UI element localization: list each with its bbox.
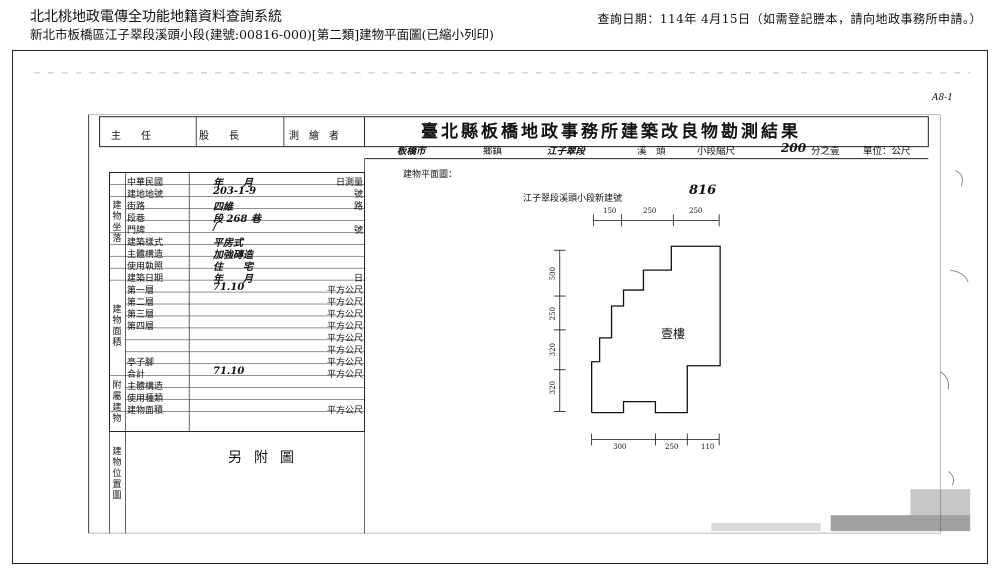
table-row-suffix: 平方公尺 (326, 406, 363, 416)
table-row-value: 203-1-9 (213, 186, 257, 197)
table-row-value: 71.10 (213, 366, 245, 377)
subsection-scale-label: 小段縮尺 (697, 146, 736, 157)
header: 北北桃地政電傳全功能地籍資料查詢系統 新北市板橋區江子翠段溪頭小段(建號:008… (30, 8, 494, 44)
table-row-label: 門牌 (127, 226, 146, 236)
system-title: 北北桃地政電傳全功能地籍資料查詢系統 (30, 9, 282, 25)
director-label: 主 任 (111, 131, 151, 142)
subsection-name: 溪 頭 (637, 146, 666, 157)
scan-lines (33, 72, 971, 534)
table-row-suffix: 號 (353, 190, 363, 200)
table-row-label: 建築日期 (127, 274, 164, 284)
table-row-value: 住 宅 (213, 262, 253, 273)
attached-group-label: 附屬建物 (112, 381, 122, 424)
dim-top-2: 250 (643, 207, 657, 215)
dim-side-3: 320 (549, 343, 557, 357)
table-row-label: 建築樣式 (127, 238, 164, 248)
table-row-value: 加強磚造 (213, 250, 253, 261)
table-row-suffix: 路 (353, 202, 363, 212)
query-date: 查詢日期：114年 4月15日（如需登記謄本，請向地政事務所申請。） (597, 12, 982, 26)
unit-label: 單位：公尺 (863, 146, 911, 157)
section-name: 江子翠段 (547, 146, 586, 157)
dim-bottom-2: 250 (665, 443, 679, 451)
scale-value: 200 (781, 141, 807, 155)
area-group-label: 建物面積 (112, 305, 122, 348)
plan-caption: 江子翠段溪頭小段新建號 (523, 194, 623, 204)
table-row-value: 段 268 巷 (213, 214, 261, 225)
table-row-label: 街路 (127, 202, 146, 212)
plan-label: 建物平面圖： (403, 170, 458, 180)
table-row-label: 主體構造 (127, 250, 164, 260)
table-row-value: 71.10 (213, 282, 245, 293)
table-row-suffix: 平方公尺 (326, 322, 363, 332)
page-number: A8-1 (932, 93, 953, 103)
table-row-label: 使用種類 (127, 394, 164, 404)
diagram-group-label: 建物位置圖 (112, 447, 122, 501)
dim-bottom-3: 110 (701, 443, 715, 451)
table-row-suffix: 平方公尺 (326, 298, 363, 308)
surveyor-label: 測 繪 者 (289, 131, 339, 142)
table-row-label: 第三層 (127, 310, 155, 320)
table-row-label: 第四層 (127, 322, 155, 332)
scanned-document-frame: A8-1 主 任 股 長 測 繪 者 臺北縣板橋地政事務所建築改良物勘測結果 板… (12, 50, 988, 564)
floor-label: 壹樓 (661, 327, 686, 341)
table-row-label: 建物面積 (127, 406, 164, 416)
dim-side-2: 250 (549, 307, 557, 321)
township-label: 鄉鎮 (483, 146, 503, 157)
table-row-label: 使用執照 (127, 262, 164, 272)
table-row-label: 合計 (127, 370, 146, 380)
table-row-value: / (213, 222, 217, 233)
city: 板橋市 (397, 146, 426, 157)
table-row-label: 第一層 (127, 286, 155, 296)
table-row-suffix: 日 (353, 274, 363, 284)
attached-note: 另附圖 (228, 450, 306, 466)
dim-side-1: 500 (549, 267, 557, 281)
table-row-label: 中華民國 (127, 178, 164, 188)
table-row-label: 亭子腳 (127, 358, 155, 368)
table-row-suffix: 平方公尺 (326, 286, 363, 296)
table-row-value: 年 月 (213, 274, 253, 285)
table-row-suffix: 平方公尺 (326, 310, 363, 320)
dim-top-3: 250 (689, 207, 703, 215)
table-row-value: 平房式 (213, 238, 243, 249)
table-row-value: 年 月 (213, 178, 253, 189)
table-row-label: 主體構造 (127, 382, 164, 392)
dim-side-4: 320 (549, 381, 557, 395)
table-row-suffix: 號 (353, 226, 363, 236)
table-row-label: 建地地號 (127, 190, 164, 200)
document-subtitle: 新北市板橋區江子翠段溪頭小段(建號:00816-000)[第二類]建物平面圖(已… (30, 27, 494, 42)
table-row-suffix: 平方公尺 (326, 358, 363, 368)
table-row-label: 段巷 (127, 214, 146, 224)
dim-bottom-1: 300 (613, 443, 627, 451)
table-row-value: 四維 (213, 202, 233, 213)
section-chief-label: 股 長 (199, 131, 239, 142)
scale-suffix: 分之壹 (811, 146, 840, 157)
table-row-suffix: 平方公尺 (326, 370, 363, 380)
table-row-label: 第二層 (127, 298, 155, 308)
dim-top-1: 150 (603, 207, 617, 215)
table-row-suffix: 日測量 (335, 178, 363, 188)
building-number: 816 (689, 183, 717, 198)
building-group-label: 建物坐落 (112, 201, 122, 244)
table-row-suffix: 平方公尺 (326, 334, 363, 344)
table-row-suffix: 平方公尺 (326, 346, 363, 356)
document-title: 臺北縣板橋地政事務所建築改良物勘測結果 (421, 122, 801, 142)
